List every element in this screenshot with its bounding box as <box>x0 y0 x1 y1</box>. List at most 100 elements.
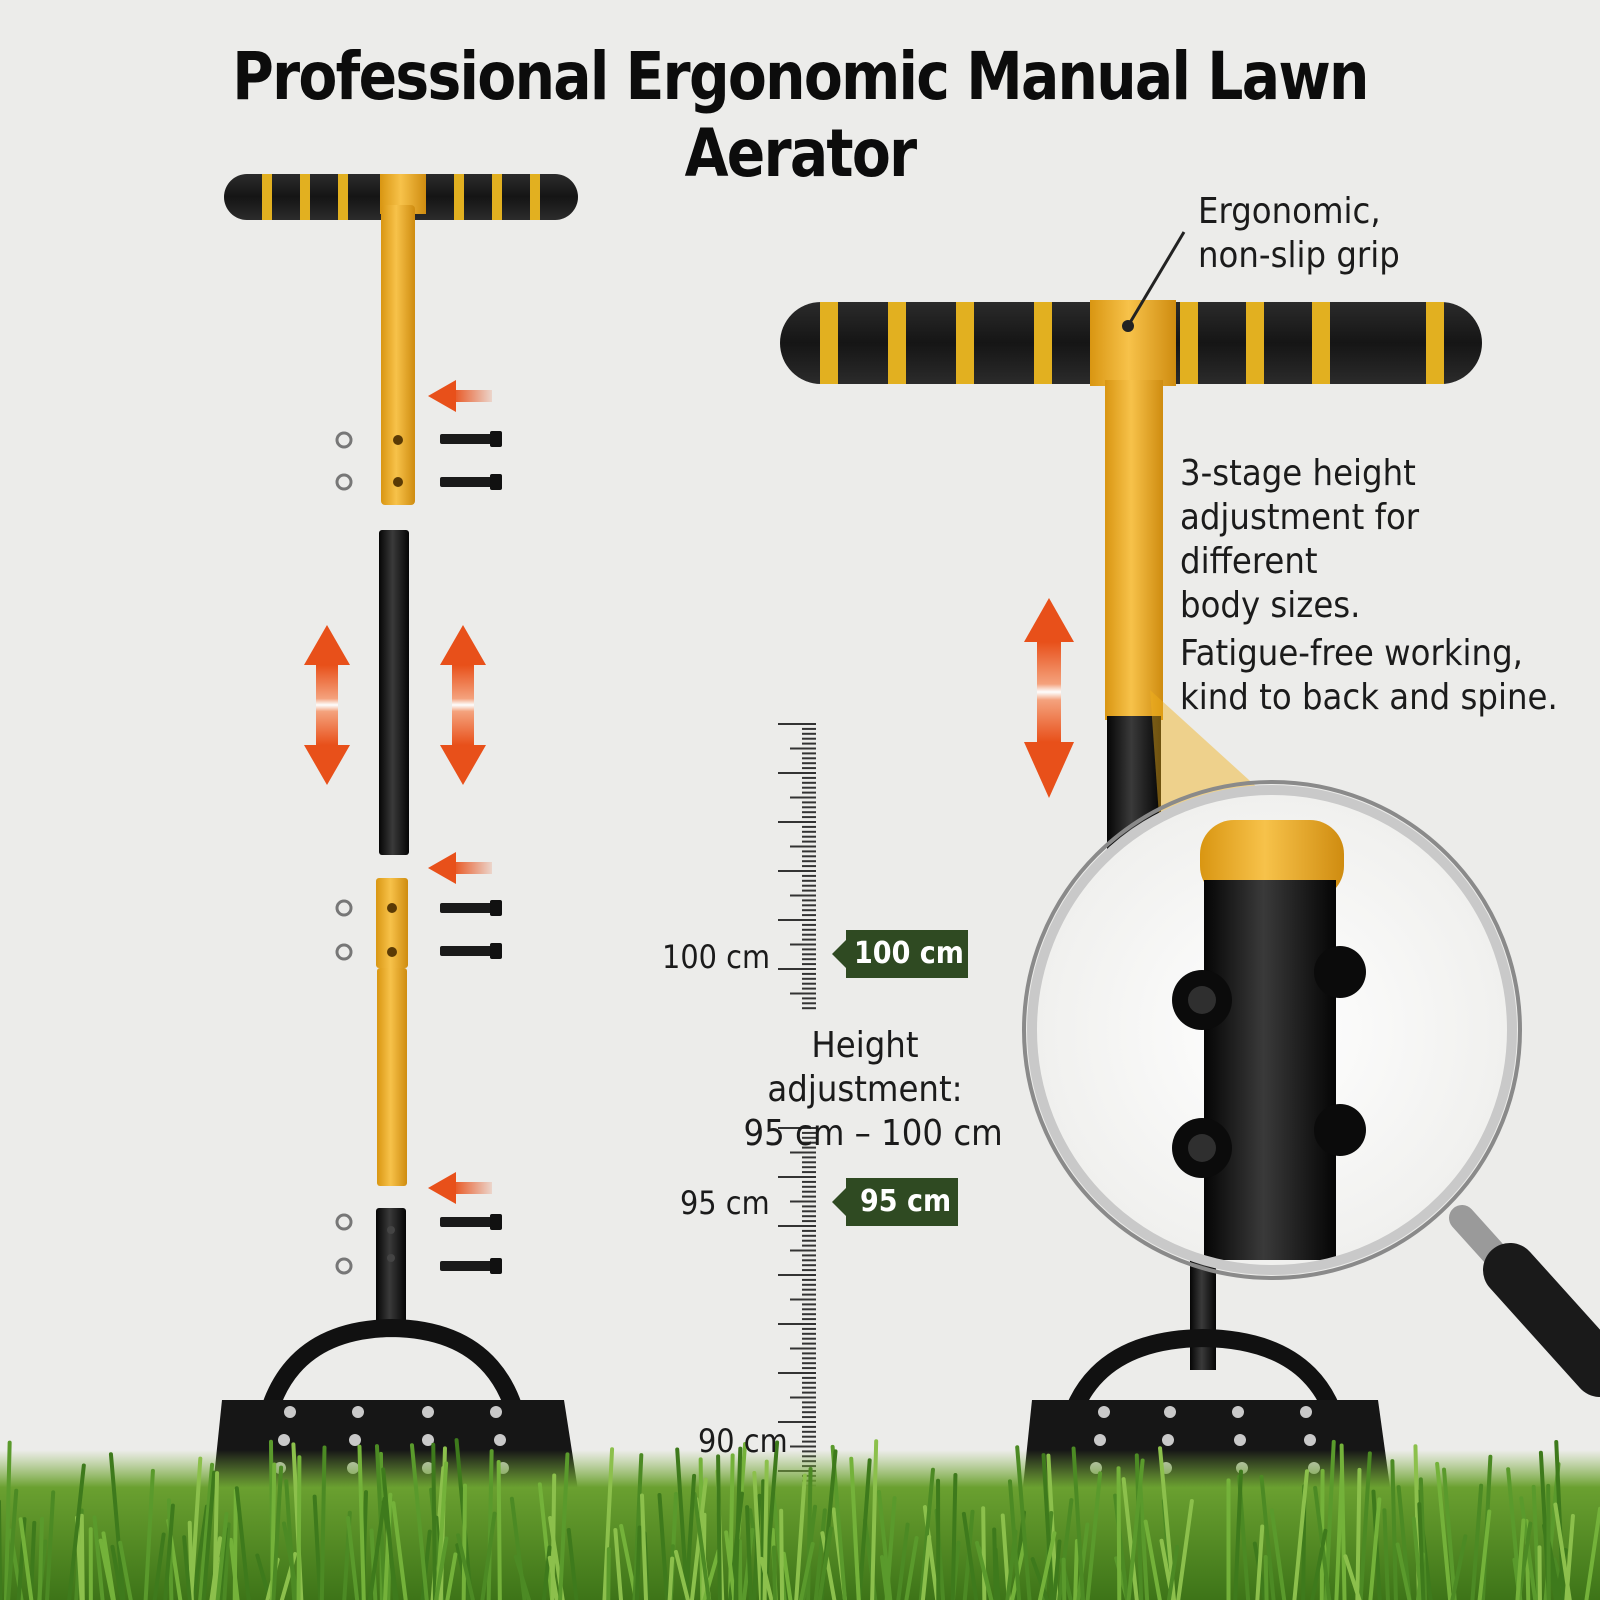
grass-blade <box>1005 1529 1018 1600</box>
grass-blade <box>1116 1466 1122 1600</box>
grass-blade <box>1030 1557 1050 1600</box>
grass-blade <box>486 1449 494 1600</box>
adjust-arrow-left <box>304 625 350 785</box>
ruler-label-95: 95 cm <box>680 1184 770 1222</box>
grass-blade <box>222 1522 231 1600</box>
grass-blade <box>215 1511 229 1600</box>
grass-blade <box>391 1501 408 1600</box>
grass-blade <box>1126 1458 1145 1600</box>
grass-blade <box>634 1525 642 1600</box>
height-callout-line-1: 3-stage height <box>1180 453 1416 494</box>
grass-blade <box>820 1531 837 1600</box>
grass-blade <box>1292 1469 1309 1600</box>
grass-blade <box>409 1443 429 1600</box>
grass-blade <box>1358 1451 1372 1600</box>
grass-blade <box>1263 1555 1269 1600</box>
grass-blade <box>271 1465 284 1600</box>
grass-blade <box>346 1515 360 1600</box>
grass-blade <box>606 1547 611 1600</box>
grip-callout-line-1: Ergonomic, <box>1198 191 1381 232</box>
grass-blade <box>209 1536 223 1600</box>
grass-blade <box>667 1556 675 1600</box>
middle-yellow-sleeve <box>376 878 408 968</box>
grass-blade <box>639 1493 649 1600</box>
badge-100 <box>832 930 968 978</box>
grass-blade <box>45 1490 56 1600</box>
grass-blade <box>1310 1528 1328 1600</box>
assembly-arrow-3 <box>428 1172 492 1204</box>
grass-blade <box>1417 1502 1426 1600</box>
grass-blade <box>724 1530 737 1600</box>
grass-blade <box>357 1444 366 1600</box>
grass-blade <box>1073 1539 1079 1600</box>
grass-blade <box>163 1503 175 1600</box>
grass-blade <box>381 1467 398 1600</box>
grass-blade <box>1553 1502 1572 1600</box>
grass-blade <box>745 1505 753 1600</box>
grass-blade <box>1546 1483 1551 1600</box>
grass-blade <box>67 1463 86 1600</box>
grip-leader-line <box>1126 231 1186 327</box>
grass-blade <box>1233 1469 1243 1600</box>
grass-blade <box>445 1552 458 1600</box>
grass-blade <box>737 1539 743 1600</box>
grass-blade <box>1076 1522 1090 1600</box>
height-range-line-1: Height adjustment: <box>767 1025 963 1110</box>
grass-blade <box>1143 1519 1162 1600</box>
grass-blade <box>675 1447 690 1600</box>
grass-blade <box>1395 1542 1412 1600</box>
assembly-arrow-2 <box>428 852 492 884</box>
grass-blade <box>461 1483 468 1600</box>
grass-blade <box>1052 1539 1062 1600</box>
grass-blade <box>198 1462 215 1600</box>
grass-blade <box>187 1520 194 1600</box>
grass-blade <box>602 1447 615 1600</box>
grass-blade <box>813 1508 827 1600</box>
grass-blade <box>1259 1474 1276 1600</box>
grass-blade <box>37 1516 44 1600</box>
grass-blade <box>1368 1497 1382 1600</box>
hardware-set-bottom <box>335 1213 502 1275</box>
grip-callout-line-2: non-slip grip <box>1198 235 1400 276</box>
badge-95-text: 95 cm <box>860 1184 952 1219</box>
lower-yellow-tube <box>377 968 407 1186</box>
grass-blade <box>806 1466 813 1600</box>
height-callout-line-2: adjustment for different <box>1180 497 1420 582</box>
grass-blade <box>1037 1531 1057 1600</box>
grass-blade <box>1396 1485 1412 1600</box>
grass-blade <box>613 1528 624 1600</box>
grass-blade <box>771 1545 777 1600</box>
grass-blade <box>270 1462 277 1600</box>
grass-blade <box>434 1536 449 1600</box>
badge-95 <box>832 1178 958 1226</box>
grass-blade <box>798 1541 815 1600</box>
height-range-line-2: 95 cm – 100 cm <box>743 1113 1003 1154</box>
grass-blade <box>456 1533 475 1600</box>
grass-blade <box>781 1551 793 1600</box>
exploded-aerator-view <box>210 174 582 1600</box>
grass-blade <box>101 1531 116 1600</box>
grass-blade <box>1450 1534 1468 1600</box>
hardware-set-top <box>335 431 502 491</box>
grass-blade <box>431 1442 438 1600</box>
grass-blade <box>319 1445 327 1600</box>
magnifier <box>1022 780 1600 1397</box>
grass-blade <box>759 1556 774 1600</box>
grass-blade <box>1134 1453 1144 1600</box>
grass-blade <box>1166 1544 1180 1600</box>
fatigue-callout-line-2: kind to back and spine. <box>1180 677 1558 718</box>
grass-blade <box>1584 1506 1600 1600</box>
ruler-label-100: 100 cm <box>661 938 770 976</box>
grass-blade <box>1121 1477 1139 1600</box>
grass-blade <box>566 1527 579 1600</box>
black-extension-tube <box>379 530 409 855</box>
badge-100-text: 100 cm <box>854 936 964 971</box>
grass-blade <box>1255 1524 1265 1600</box>
grass-blade <box>961 1511 979 1600</box>
grass-blade <box>1138 1481 1150 1600</box>
grass-blade <box>817 1526 833 1600</box>
grass-blade <box>201 1470 217 1600</box>
grass-blade <box>1470 1483 1484 1600</box>
grass-blade <box>974 1540 994 1600</box>
